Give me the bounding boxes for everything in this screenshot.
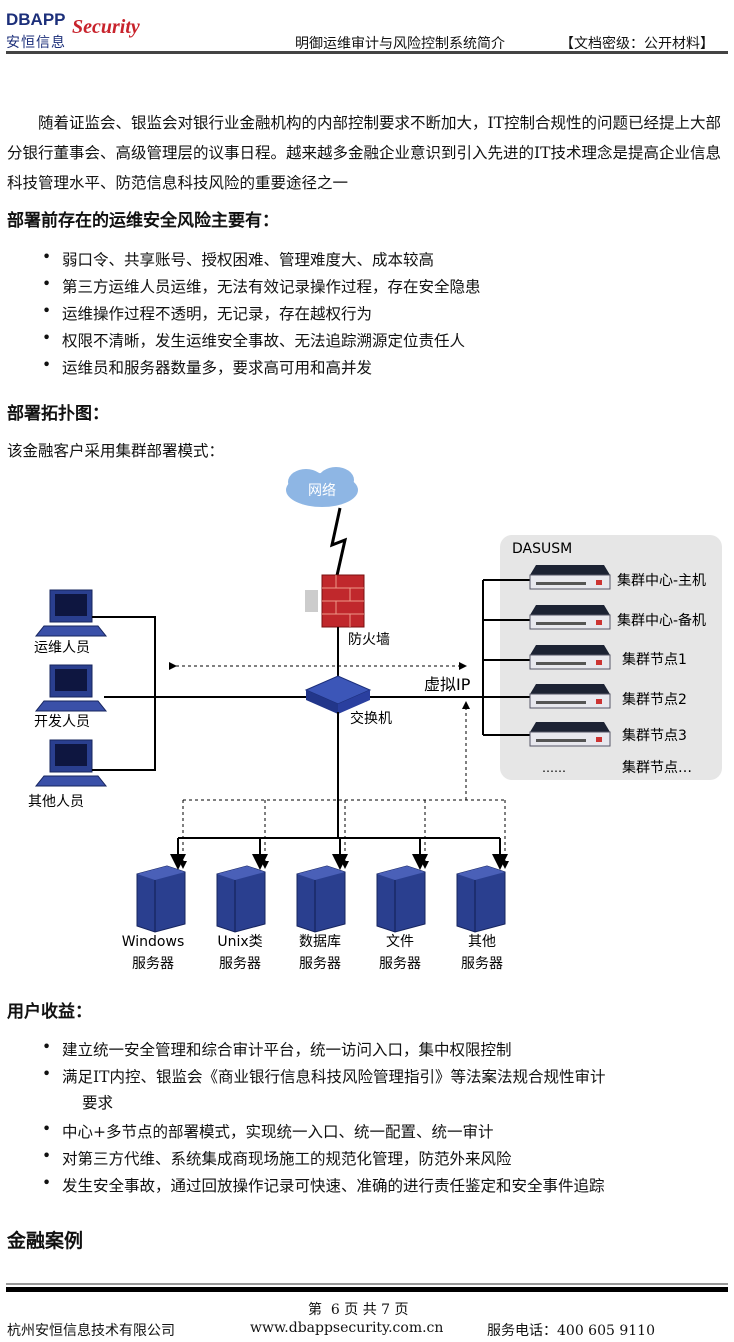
- cluster-node-label: 集群节点2: [622, 691, 687, 708]
- cluster-more-label: 集群节点…: [622, 759, 692, 776]
- computer-icon: [35, 664, 107, 712]
- switch-label: 交换机: [350, 710, 392, 727]
- company-name: 杭州安恒信息技术有限公司: [7, 1323, 175, 1339]
- cluster-node-label: 集群节点3: [622, 727, 687, 744]
- appliance-icon: [529, 604, 611, 630]
- firewall-icon: [305, 574, 365, 628]
- risks-heading: 部署前存在的运维安全风险主要有：: [7, 211, 279, 231]
- server-icon: [216, 865, 266, 933]
- cluster-panel: [500, 535, 722, 780]
- company-logo: DBAPP Security 安恒信息: [6, 6, 146, 51]
- benefit-item-continuation: 要求: [82, 1094, 114, 1112]
- logo-text-cn: 安恒信息: [6, 35, 66, 51]
- firewall-label: 防火墙: [348, 632, 390, 648]
- doc-title: 明御运维审计与风险控制系统简介: [295, 36, 505, 52]
- server-label: 文件: [386, 934, 414, 950]
- cloud-icon: [286, 467, 358, 507]
- cluster-node-label: 集群节点1: [622, 651, 687, 668]
- cluster-node-label: 集群中心-备机: [617, 612, 706, 629]
- server-label: Unix类: [217, 934, 262, 950]
- topology-caption: 该金融客户采用集群部署模式：: [7, 442, 225, 460]
- logo-text-security: Security: [72, 16, 140, 38]
- server-label: 服务器: [461, 956, 503, 972]
- benefit-item: 对第三方代维、系统集成商现场施工的规范化管理，防范外来风险: [42, 1147, 511, 1169]
- cluster-node-label: 集群中心-主机: [617, 572, 706, 589]
- server-label: Windows: [122, 934, 185, 950]
- computer-icon: [35, 589, 107, 637]
- server-icon: [136, 865, 186, 933]
- server-label: 数据库: [299, 934, 341, 950]
- risk-item: 权限不清晰，发生运维安全事故、无法追踪溯源定位责任人: [42, 329, 465, 351]
- page-number: 第 6 页 共 7 页: [308, 1302, 409, 1318]
- cluster-more-dots: ……: [542, 761, 566, 775]
- benefit-item: 发生安全事故，通过回放操作记录可快速、准确的进行责任鉴定和安全事件追踪: [42, 1174, 604, 1196]
- intro-paragraph: 随着证监会、银监会对银行业金融机构的内部控制要求不断加大，IT控制合规性的问题已…: [7, 114, 721, 192]
- server-label: 服务器: [379, 956, 421, 972]
- benefits-heading: 用户收益：: [7, 1002, 92, 1022]
- benefit-item: 中心+多节点的部署模式，实现统一入口、统一配置、统一审计: [42, 1120, 493, 1142]
- risk-item: 第三方运维人员运维，无法有效记录操作过程，存在安全隐患: [42, 275, 480, 297]
- user-label: 运维人员: [34, 640, 90, 656]
- topology-heading: 部署拓扑图：: [7, 404, 109, 424]
- appliance-icon: [529, 683, 611, 709]
- risk-item: 运维操作过程不透明，无记录，存在越权行为: [42, 302, 372, 324]
- user-label: 其他人员: [28, 794, 84, 810]
- lightning-icon: [329, 507, 348, 581]
- classification: 【文档密级：公开材料】: [560, 36, 714, 52]
- switch-icon: [304, 675, 372, 714]
- virtual-ip-label: 虚拟IP: [424, 675, 471, 694]
- appliance-icon: [529, 564, 611, 590]
- appliance-icon: [529, 644, 611, 670]
- benefit-item: 满足IT内控、银监会《商业银行信息科技风险管理指引》等法案法规合规性审计: [42, 1065, 605, 1087]
- case-heading: 金融案例: [7, 1230, 84, 1252]
- user-label: 开发人员: [34, 714, 90, 730]
- risk-item: 弱口令、共享账号、授权困难、管理难度大、成本较高: [42, 248, 434, 270]
- server-label: 其他: [468, 934, 496, 950]
- server-icon: [456, 865, 506, 933]
- footer-divider-thick: [6, 1287, 728, 1292]
- website-link[interactable]: www.dbappsecurity.com.cn: [250, 1320, 444, 1336]
- server-label: 服务器: [219, 956, 261, 972]
- benefit-item: 建立统一安全管理和综合审计平台，统一访问入口，集中权限控制: [42, 1038, 511, 1060]
- footer-divider: [6, 1283, 728, 1285]
- server-label: 服务器: [132, 956, 174, 972]
- server-icon: [376, 865, 426, 933]
- header-divider: [6, 51, 728, 54]
- server-label: 服务器: [299, 956, 341, 972]
- risk-item: 运维员和服务器数量多，要求高可用和高并发: [42, 356, 372, 378]
- logo-text: DBAPP: [6, 10, 66, 29]
- service-phone: 服务电话：400 605 9110: [487, 1323, 655, 1339]
- cluster-title: DASUSM: [512, 541, 572, 557]
- appliance-icon: [529, 721, 611, 747]
- computer-icon: [35, 739, 107, 787]
- server-icon: [296, 865, 346, 933]
- cloud-label: 网络: [308, 483, 336, 499]
